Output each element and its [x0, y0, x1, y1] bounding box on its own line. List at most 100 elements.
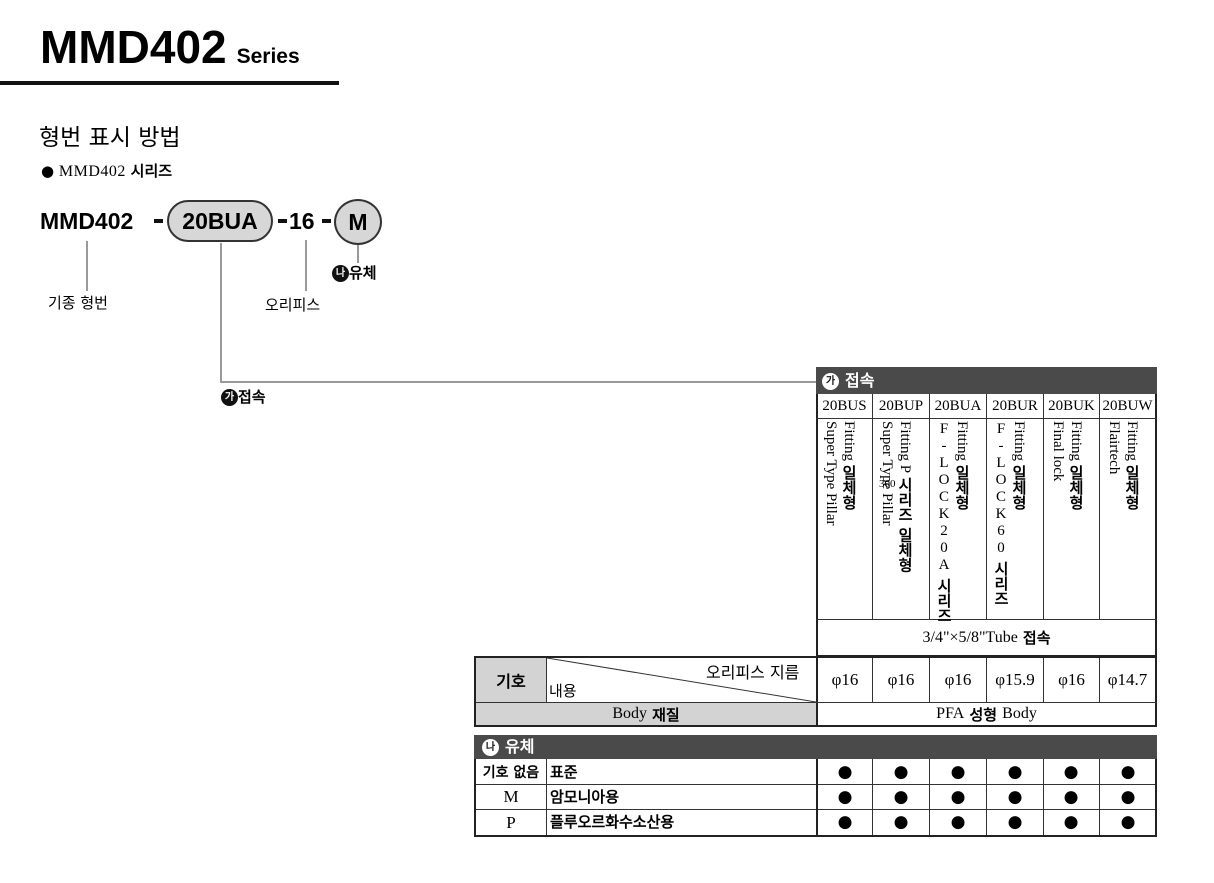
row-header-hsep — [476, 702, 818, 703]
compatibility-mark: ● — [893, 812, 909, 832]
compatibility-mark: ● — [1007, 787, 1023, 807]
bullet-icon: ● — [41, 162, 55, 180]
orifice-value: φ16 — [831, 670, 859, 689]
desc-row-sep — [816, 619, 1157, 620]
fluid-col-sep-b — [816, 759, 818, 835]
ov-sep-5 — [1099, 658, 1100, 702]
model-base: MMD402 — [40, 208, 134, 234]
leader-connection-v — [220, 243, 222, 383]
compatibility-mark: ● — [837, 762, 853, 782]
orifice-value: φ14.7 — [1107, 670, 1148, 689]
label-orifice: 오리피스 — [265, 296, 321, 314]
fluid-row-sep-2 — [476, 809, 1155, 810]
fluid-symbol: 기호 없음 — [482, 764, 540, 781]
compatibility-mark: ● — [1063, 787, 1079, 807]
leader-fluid — [357, 245, 359, 263]
badge-na-icon: 나 — [482, 739, 499, 756]
code-20BUS: 20BUS — [822, 398, 867, 414]
row-header-diagonal — [547, 658, 816, 702]
section-subtitle: ● MMD402 시리즈 — [41, 161, 172, 182]
subtitle-suffix: 시리즈 — [130, 162, 173, 180]
row-header-orifice: 오리피스 지름 — [706, 663, 800, 682]
fluid-col-sep-5 — [1099, 759, 1100, 835]
fluid-symbol: M — [503, 787, 519, 806]
fluid-row-sep-1 — [476, 784, 1155, 785]
fluid-content: 암모니아용 — [550, 788, 620, 806]
col-sep-4 — [1043, 394, 1044, 656]
fluid-content: 표준 — [550, 763, 578, 781]
col-sep-1 — [872, 394, 873, 656]
sup-300: 300 — [879, 478, 896, 490]
code-20BUK: 20BUK — [1048, 398, 1095, 414]
ov-sep-1 — [872, 658, 873, 702]
compatibility-mark: ● — [950, 762, 966, 782]
fluid-col-sep-4 — [1043, 759, 1044, 835]
leader-connection-h — [220, 381, 818, 383]
title-underline — [0, 81, 339, 85]
orifice-value: φ16 — [1058, 670, 1085, 689]
compatibility-mark: ● — [837, 812, 853, 832]
row-header-content: 내용 — [549, 682, 577, 700]
body-material-label: Body 재질 — [476, 703, 816, 725]
compatibility-mark: ● — [893, 762, 909, 782]
dash-3 — [322, 219, 331, 223]
ov-sep-4 — [1043, 658, 1044, 702]
col-sep-3 — [986, 394, 987, 656]
connection-code-pill: 20BUA — [167, 200, 273, 242]
title-model: MMD402 — [40, 21, 227, 73]
leader-orifice — [305, 240, 307, 291]
code-20BUW: 20BUW — [1102, 398, 1153, 414]
row-header-frame — [474, 656, 818, 727]
connection-table-frame — [816, 394, 1157, 727]
leader-base — [86, 241, 88, 291]
tube-row-sep — [816, 655, 1157, 658]
row-header-symbol: 기호 — [496, 672, 526, 691]
orifice-value: φ16 — [887, 670, 915, 689]
row-header-symbol-bg — [476, 658, 546, 702]
code-20BUR: 20BUR — [992, 398, 1038, 414]
ov-sep-2 — [929, 658, 930, 702]
tube-connection-row: 3/4"×5/8"Tube 접속 — [922, 628, 1051, 648]
compatibility-mark: ● — [1120, 787, 1136, 807]
badge-ga-icon: 가 — [822, 373, 839, 390]
fluid-col-sep-3 — [986, 759, 987, 835]
badge-ga-icon: 가 — [221, 389, 238, 406]
code-20BUP: 20BUP — [878, 398, 924, 414]
orifice-value: φ16 — [944, 670, 972, 689]
compatibility-mark: ● — [1007, 762, 1023, 782]
compatibility-mark: ● — [1063, 812, 1079, 832]
col-sep-5 — [1099, 394, 1100, 656]
compatibility-mark: ● — [950, 787, 966, 807]
compatibility-mark: ● — [837, 787, 853, 807]
col-sep-2 — [929, 394, 930, 656]
orifice-code: 16 — [289, 208, 315, 234]
code-20BUA: 20BUA — [934, 398, 982, 414]
dash-1 — [154, 219, 163, 223]
compatibility-mark: ● — [1063, 762, 1079, 782]
orifice-value: φ15.9 — [995, 670, 1035, 689]
fluid-content: 플루오르화수소산용 — [550, 813, 675, 831]
compatibility-mark: ● — [950, 812, 966, 832]
compatibility-mark: ● — [893, 787, 909, 807]
fluid-table-frame — [474, 759, 1157, 837]
body-material-value: PFA 성형 Body — [936, 705, 1037, 724]
compatibility-mark: ● — [1007, 812, 1023, 832]
badge-na-icon: 나 — [332, 265, 349, 282]
fluid-code-circle: M — [334, 199, 382, 245]
row-header-sep — [546, 658, 547, 702]
section-title: 형번 표시 방법 — [39, 125, 181, 151]
fluid-col-sep-1 — [872, 759, 873, 835]
tube-row-bg — [818, 620, 1155, 655]
compatibility-mark: ● — [1120, 762, 1136, 782]
code-row-sep — [816, 418, 1157, 419]
dash-2 — [278, 219, 287, 223]
